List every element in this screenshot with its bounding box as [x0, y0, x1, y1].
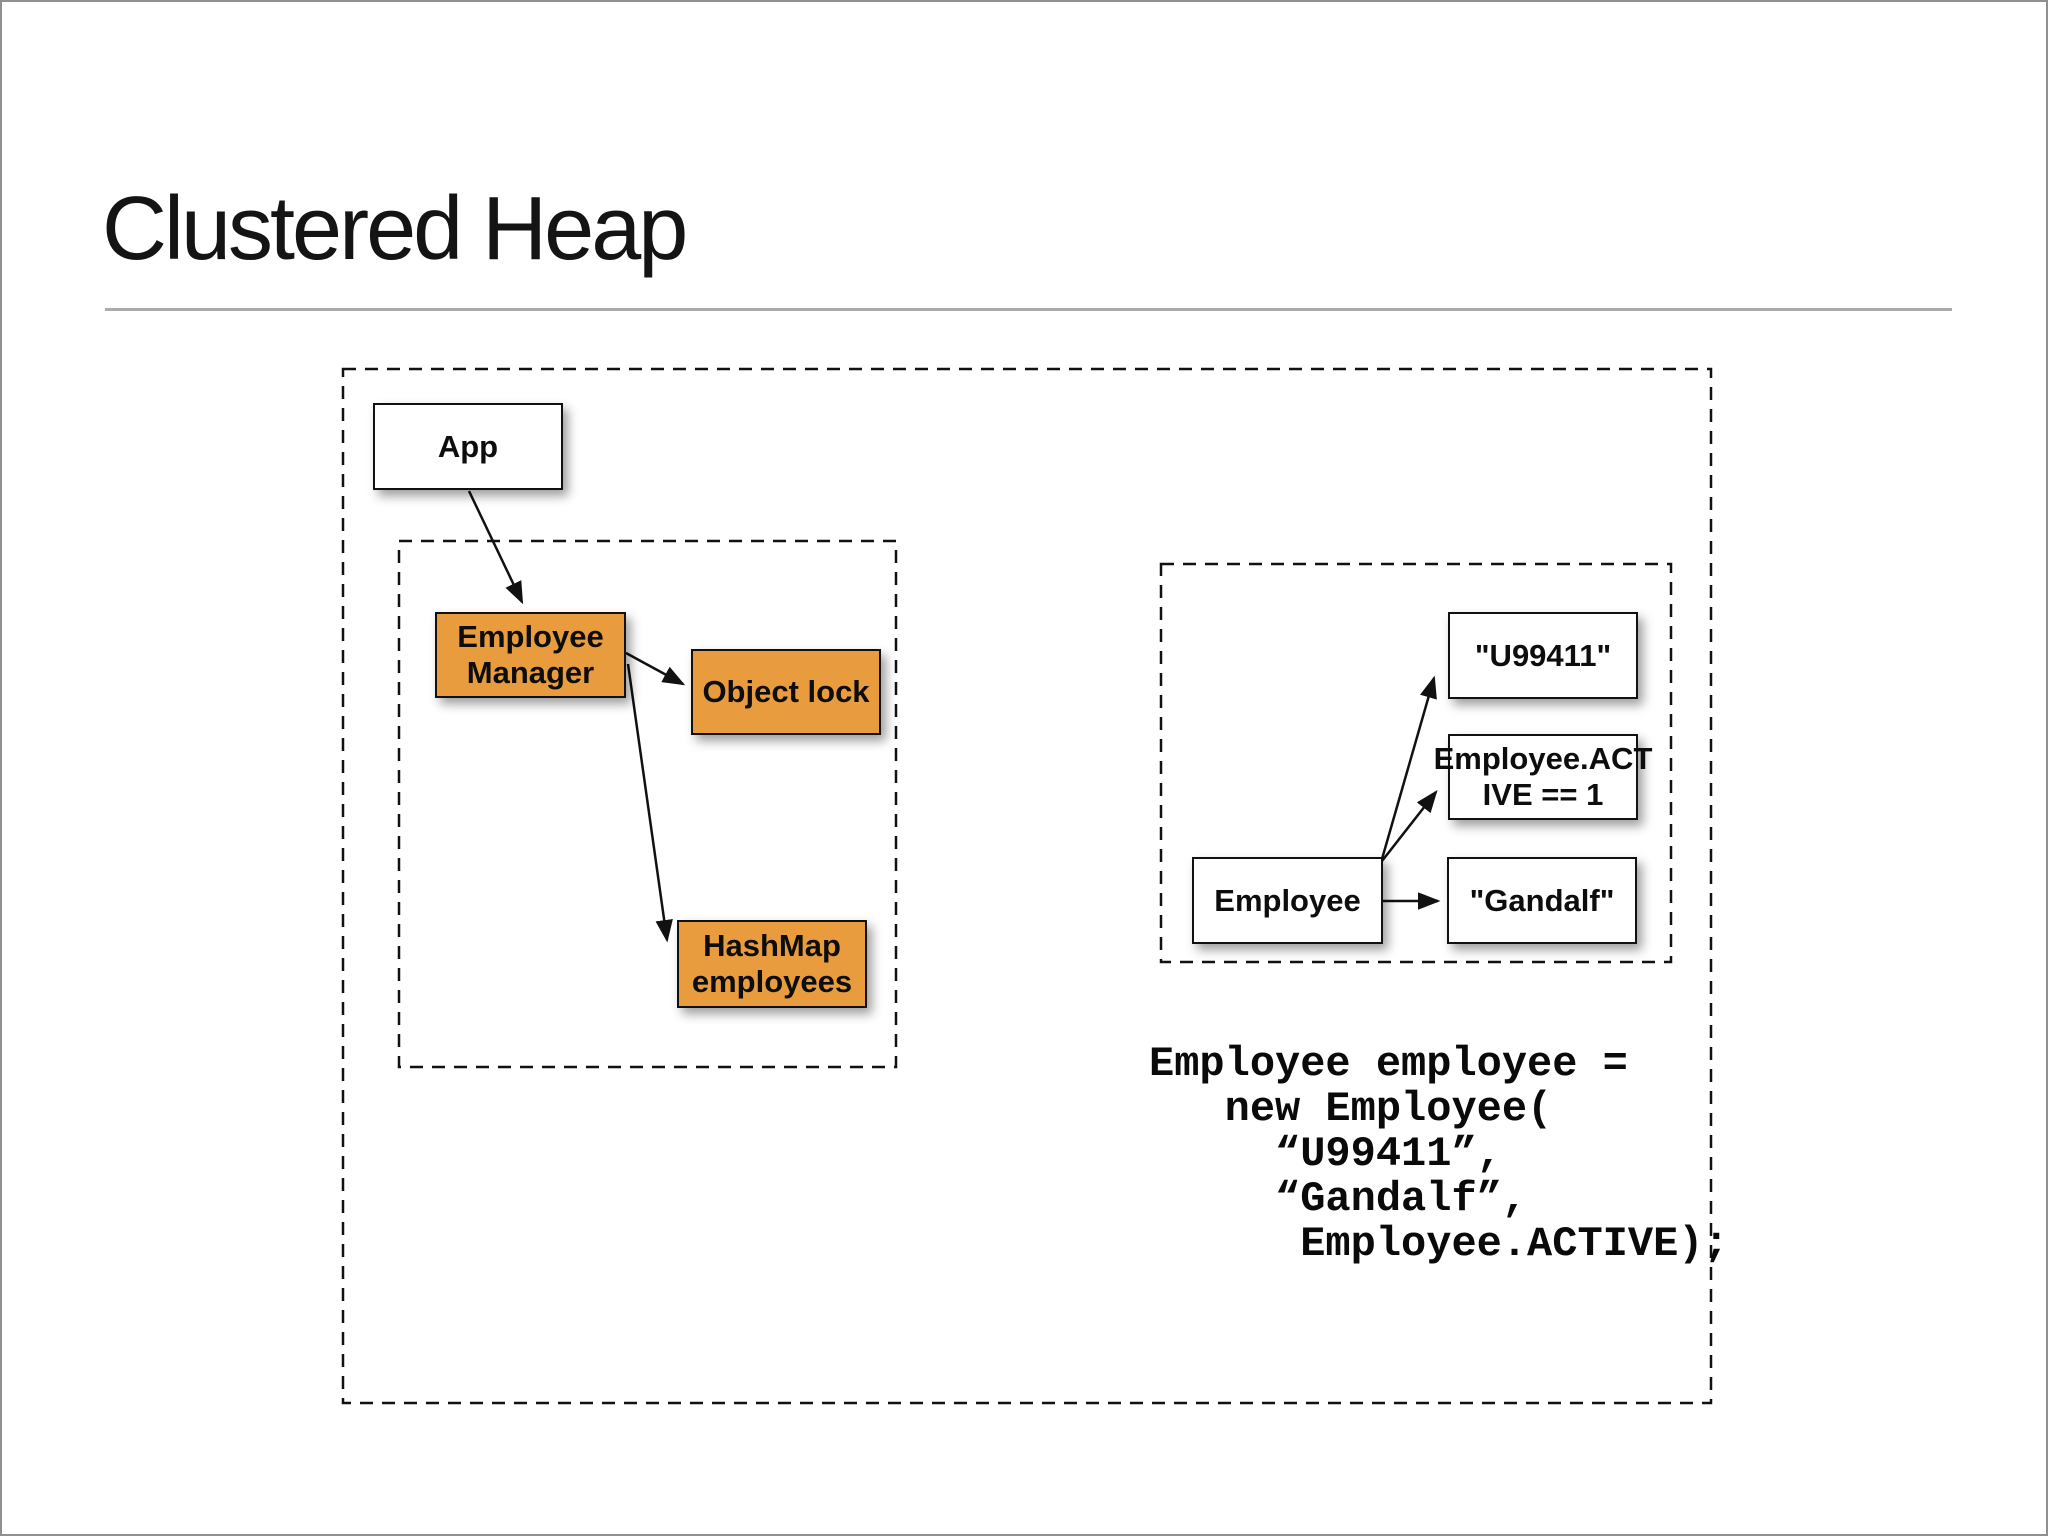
arrow-employee-to-u99411: [1380, 675, 1437, 860]
node-employee-active: Employee.ACT IVE == 1: [1434, 734, 1652, 820]
node-u99411: "U99411": [1448, 612, 1638, 699]
arrow-employee-to-active: [1381, 790, 1438, 862]
arrow-employee-manager-to-hashmap: [626, 663, 673, 943]
node-object-lock: Object lock: [691, 649, 881, 735]
node-gandalf: "Gandalf": [1447, 857, 1637, 944]
node-hashmap-employees: HashMap employees: [677, 920, 867, 1008]
node-app: App: [373, 403, 563, 490]
arrow-employee-manager-to-object-lock: [625, 651, 686, 686]
page-title: Clustered Heap: [102, 179, 688, 279]
node-employee: Employee: [1192, 857, 1383, 944]
title-divider: [105, 308, 1952, 311]
constructor-code: Employee employee = new Employee( “U9941…: [1149, 1040, 1729, 1268]
node-employee-manager: Employee Manager: [435, 612, 626, 698]
arrow-app-to-employee-manager: [467, 490, 524, 605]
